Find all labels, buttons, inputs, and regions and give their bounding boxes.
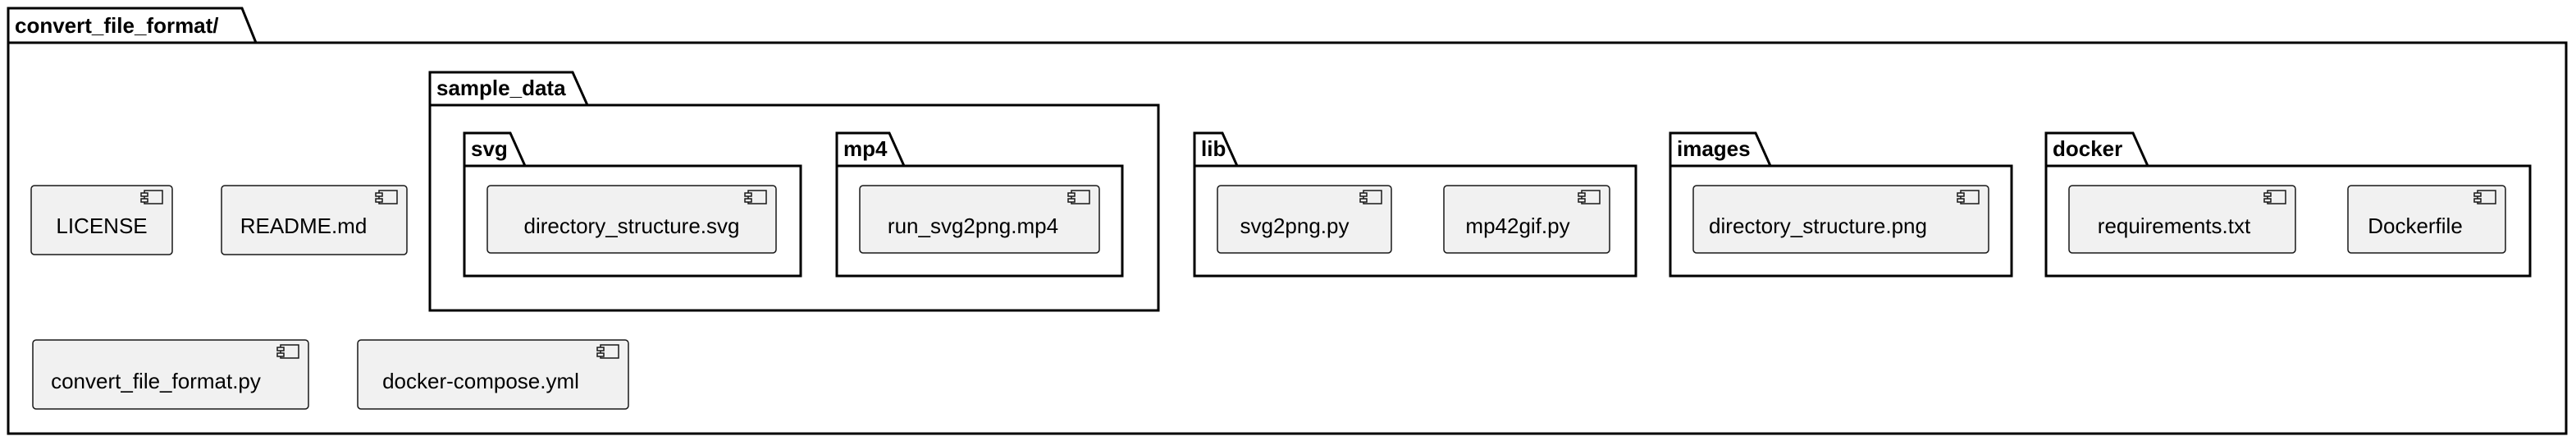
package-sample-data: sample_data svg directory_structure.svg … <box>428 71 1160 312</box>
component-label: requirements.txt <box>2098 214 2251 238</box>
component-docker-compose[interactable]: docker-compose.yml <box>357 339 629 410</box>
package-title: sample_data <box>436 76 566 100</box>
package-title: images <box>1677 136 1751 161</box>
component-label: mp42gif.py <box>1465 214 1569 238</box>
component-label: README.md <box>240 214 368 238</box>
package-svg: svg directory_structure.svg <box>463 131 802 278</box>
component-svg2png-py[interactable]: svg2png.py <box>1217 185 1392 254</box>
component-label: svg2png.py <box>1240 214 1350 238</box>
component-requirements-txt[interactable]: requirements.txt <box>2068 185 2296 254</box>
package-mp4: mp4 run_svg2png.mp4 <box>835 131 1124 278</box>
component-icon <box>375 190 398 204</box>
component-icon <box>1957 190 1980 204</box>
component-icon <box>1578 190 1601 204</box>
component-directory-structure-svg[interactable]: directory_structure.svg <box>486 185 777 254</box>
component-icon <box>276 344 299 359</box>
package-title: docker <box>2053 136 2122 161</box>
package-images: images directory_structure.png <box>1669 131 2013 278</box>
component-icon <box>2473 190 2496 204</box>
component-readme[interactable]: README.md <box>221 185 408 255</box>
component-icon <box>596 344 619 359</box>
component-icon <box>744 190 767 204</box>
component-label: run_svg2png.mp4 <box>888 214 1058 238</box>
package-title: convert_file_format/ <box>15 13 219 38</box>
component-license[interactable]: LICENSE <box>30 185 173 255</box>
component-icon <box>1359 190 1382 204</box>
package-lib: lib svg2png.py mp42gif.py <box>1193 131 1637 278</box>
component-label: directory_structure.svg <box>524 214 740 238</box>
component-icon <box>1067 190 1090 204</box>
component-convert-file-format-py[interactable]: convert_file_format.py <box>32 339 309 410</box>
component-run-svg2png-mp4[interactable]: run_svg2png.mp4 <box>859 185 1100 254</box>
package-title: lib <box>1201 136 1226 161</box>
component-icon <box>2263 190 2286 204</box>
package-title: svg <box>471 136 508 161</box>
component-label: convert_file_format.py <box>51 369 261 393</box>
component-label: docker-compose.yml <box>382 369 579 393</box>
package-title: mp4 <box>843 136 888 161</box>
package-docker: docker requirements.txt Dockerfile <box>2044 131 2532 278</box>
component-directory-structure-png[interactable]: directory_structure.png <box>1692 185 1989 254</box>
component-label: LICENSE <box>56 214 147 238</box>
component-mp42gif-py[interactable]: mp42gif.py <box>1443 185 1610 254</box>
component-label: directory_structure.png <box>1709 214 1927 238</box>
component-icon <box>140 190 163 204</box>
component-dockerfile[interactable]: Dockerfile <box>2347 185 2506 254</box>
component-label: Dockerfile <box>2368 214 2463 238</box>
